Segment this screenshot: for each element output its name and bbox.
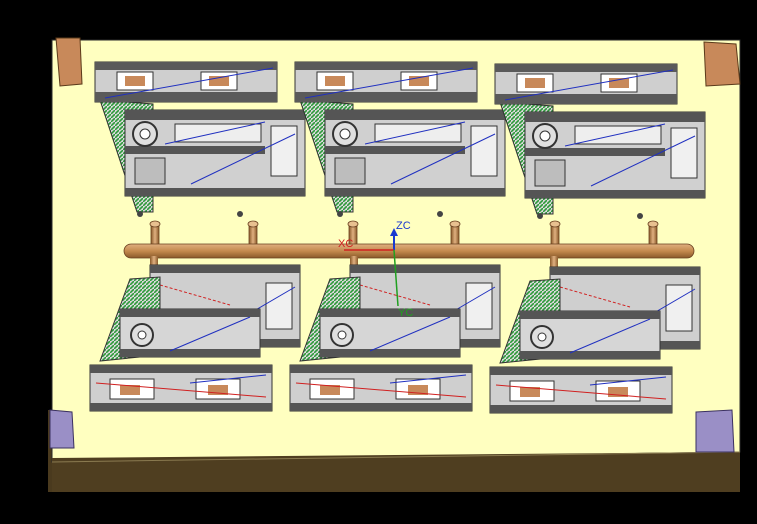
zc-arrow-icon xyxy=(390,228,398,236)
wcs-axes-triad[interactable]: ZC XC YC xyxy=(338,220,413,319)
runner-bar[interactable] xyxy=(123,243,695,259)
corner-block-bottom-right[interactable] xyxy=(695,409,735,453)
cavity-part-top-2[interactable] xyxy=(294,61,506,218)
corner-block-top-right[interactable] xyxy=(703,41,741,87)
corner-block-top-left[interactable] xyxy=(55,37,83,87)
xc-axis-label: XC xyxy=(338,238,353,250)
yc-axis-label: YC xyxy=(398,307,413,319)
zc-axis-label: ZC xyxy=(396,220,411,232)
cavity-part-top-3[interactable] xyxy=(494,63,706,220)
cavity-part-top-1[interactable] xyxy=(94,61,306,218)
yc-axis xyxy=(393,249,399,307)
plate-bottom-face xyxy=(52,452,740,492)
corner-block-bottom-left[interactable] xyxy=(49,409,75,449)
